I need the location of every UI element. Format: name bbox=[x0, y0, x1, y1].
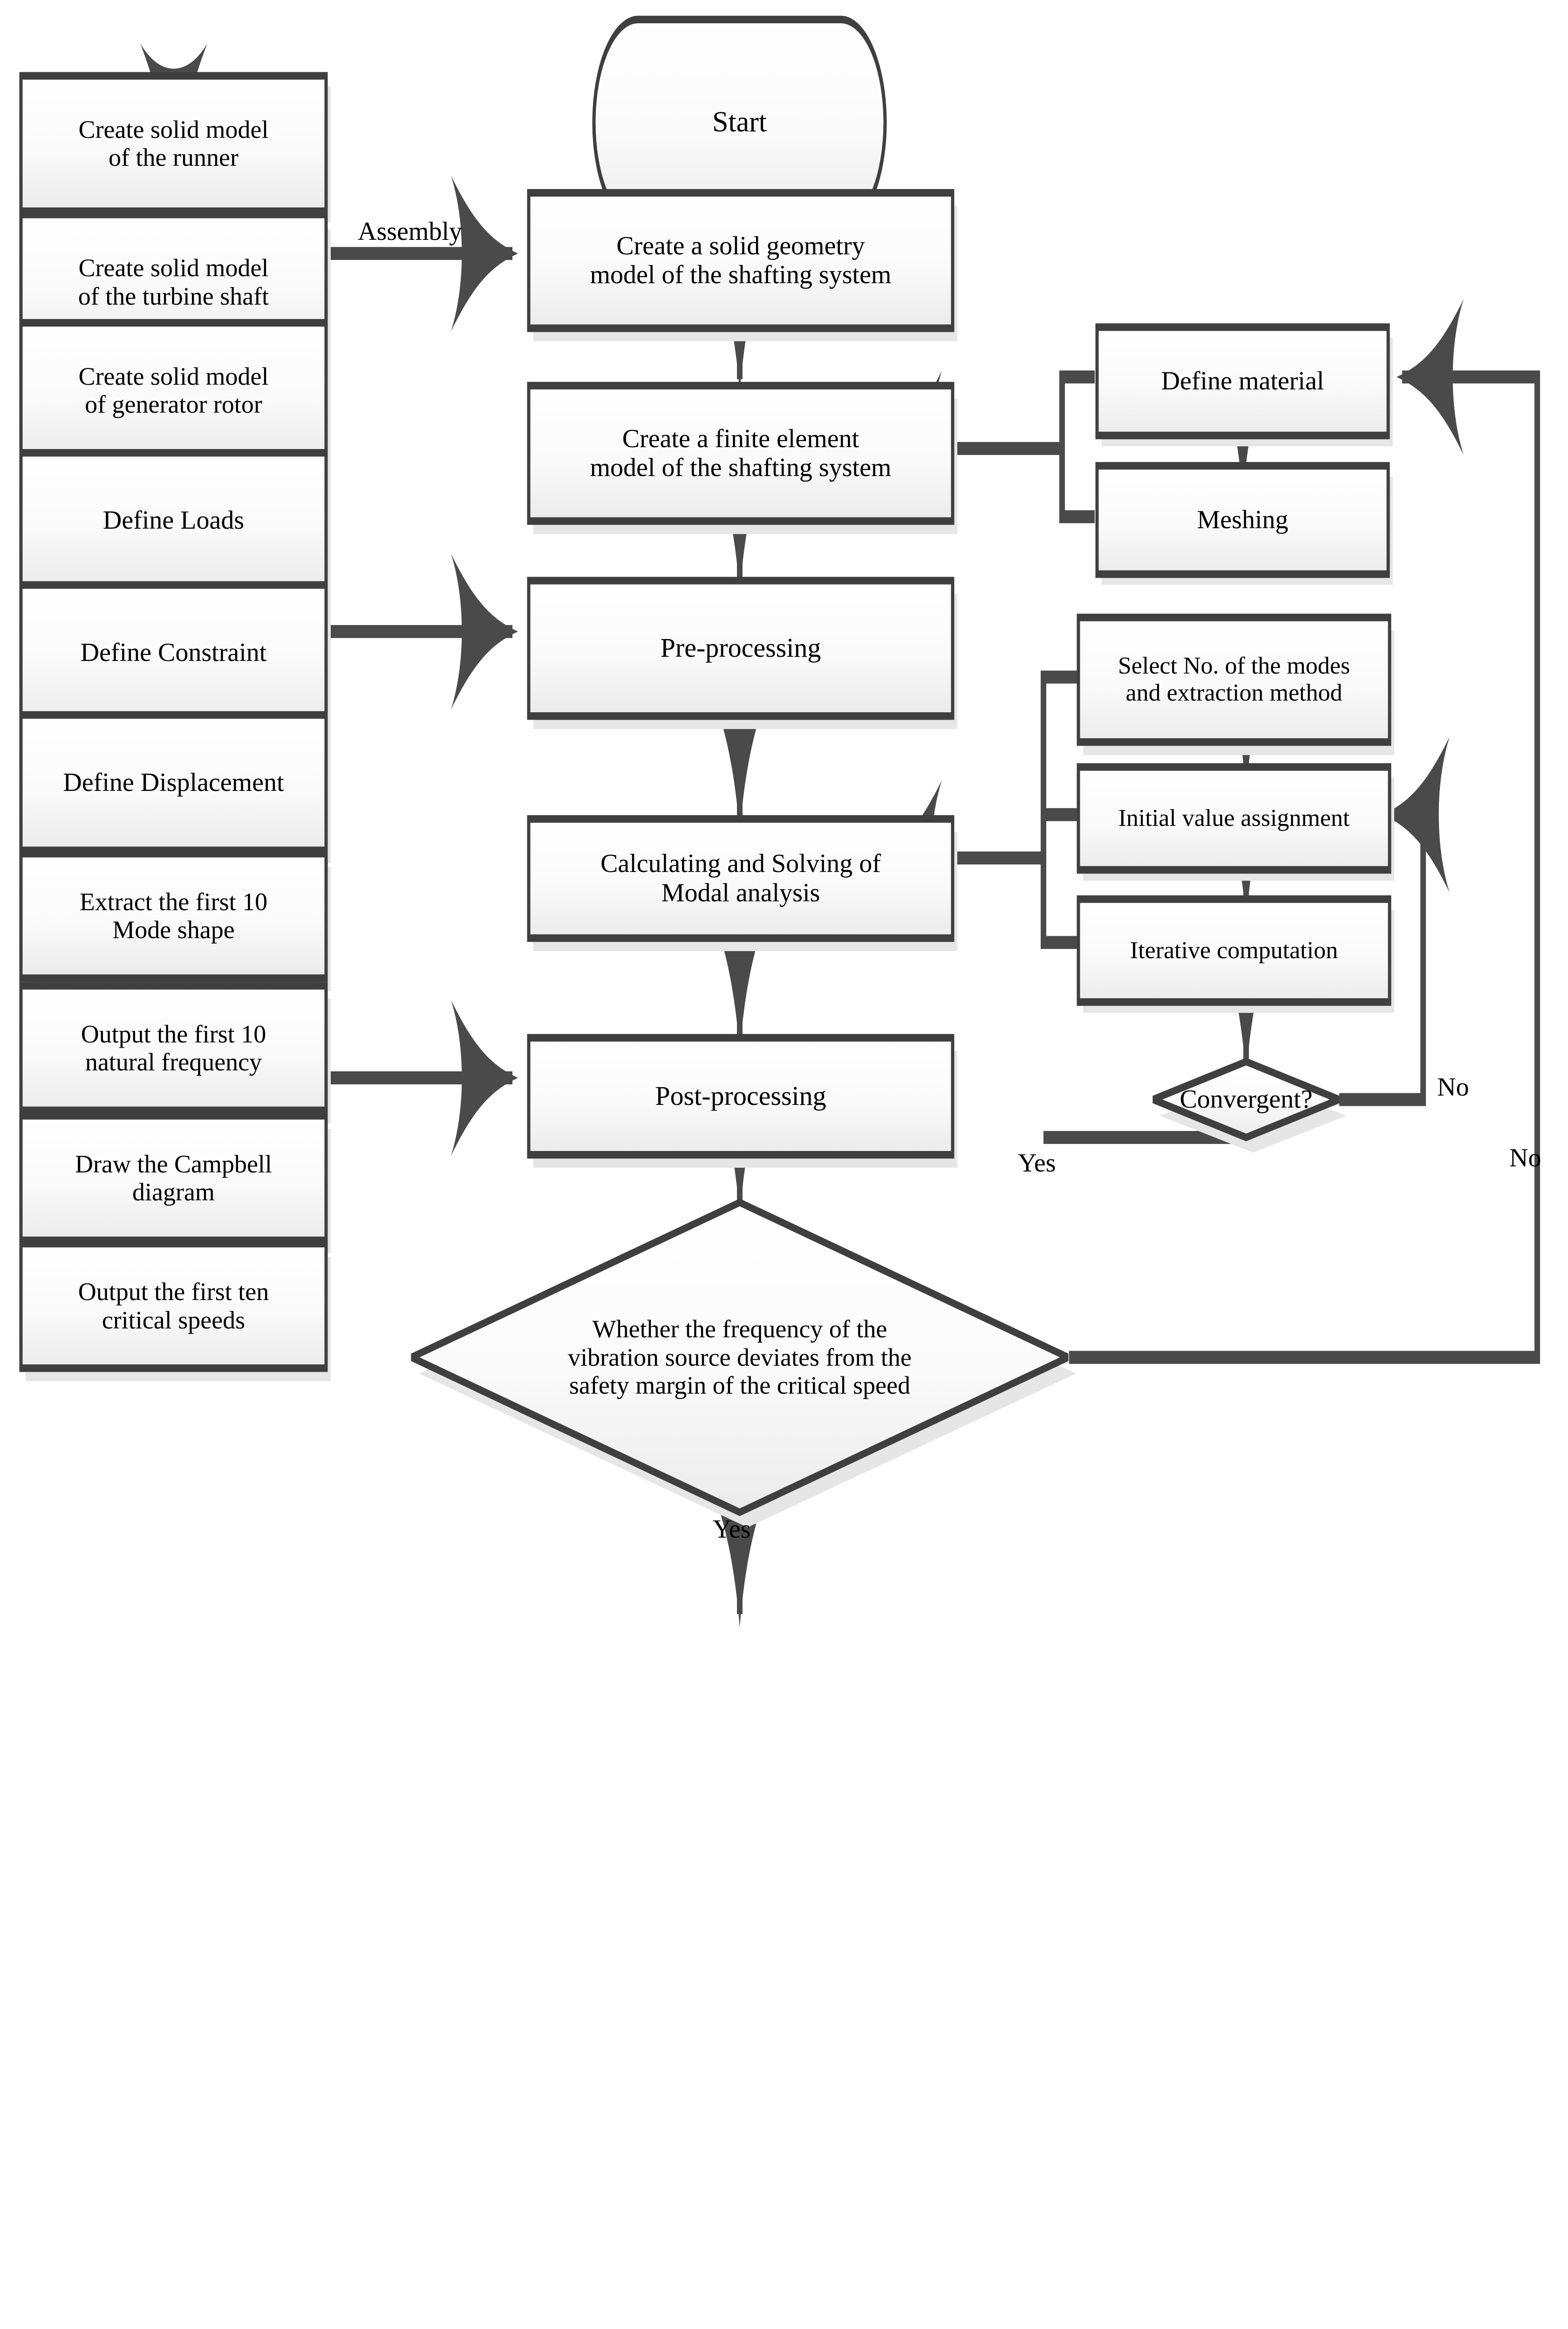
node-geometry-model bbox=[527, 189, 954, 332]
node-campbell-diagram bbox=[19, 1112, 328, 1244]
node-post-processing bbox=[527, 1034, 954, 1159]
node-critical-speeds bbox=[19, 1239, 328, 1372]
node-safety-margin bbox=[411, 1199, 1069, 1516]
flowchart-canvas: Start End Create solid model of the runn… bbox=[19, 15, 1541, 1628]
node-define-loads bbox=[19, 449, 328, 592]
node-output-frequency bbox=[19, 982, 328, 1114]
node-initial-value bbox=[1077, 763, 1391, 874]
node-define-displacement bbox=[19, 711, 328, 854]
node-define-constraint bbox=[19, 581, 328, 724]
node-modal-analysis bbox=[527, 815, 954, 942]
edge-convergent-no bbox=[1339, 736, 1450, 1106]
edge-label-assembly: Assembly bbox=[358, 217, 462, 246]
node-pre-processing bbox=[527, 577, 954, 720]
edge-label-safety-no: No bbox=[1509, 1143, 1541, 1172]
node-define-material bbox=[1095, 323, 1390, 440]
node-fe-model bbox=[527, 381, 954, 525]
node-meshing bbox=[1095, 462, 1390, 578]
node-solid-rotor bbox=[19, 319, 328, 462]
edge-label-safety-yes: Yes bbox=[713, 1515, 751, 1544]
edge-safety-no bbox=[1069, 299, 1540, 1364]
node-iterative-computation bbox=[1077, 895, 1391, 1006]
node-convergent bbox=[1152, 1057, 1340, 1142]
node-select-modes bbox=[1077, 613, 1391, 746]
edge-label-convergent-no: No bbox=[1437, 1073, 1469, 1102]
node-solid-runner bbox=[19, 72, 328, 215]
node-extract-mode-shape bbox=[19, 850, 328, 982]
shape-layer bbox=[19, 15, 1394, 1528]
edge-label-convergent-yes: Yes bbox=[1018, 1149, 1056, 1178]
